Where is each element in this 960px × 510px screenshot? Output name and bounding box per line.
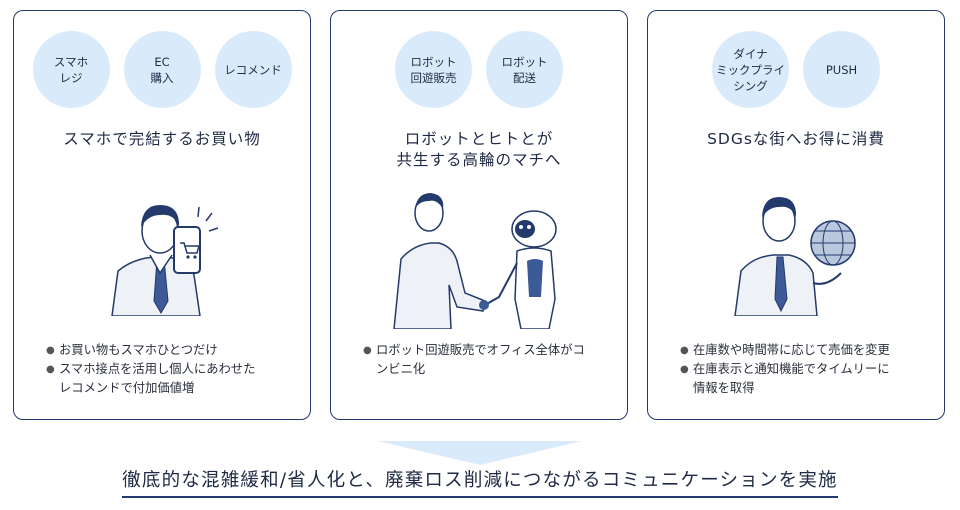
feature-list: 在庫数や時間帯に応じて売価を変更 在庫表示と通知機能でタイムリーに 情報を取得 bbox=[680, 341, 928, 398]
card-title: スマホで完結するお買い物 bbox=[63, 130, 261, 148]
bubble-smartphone-register: スマホ レジ bbox=[32, 31, 110, 108]
bubble-robot-delivery: ロボット 配送 bbox=[486, 31, 563, 108]
summary-banner: 徹底的な混雑緩和/省人化と、廃棄ロス削減につながるコミュニケーションを実施 bbox=[0, 466, 960, 498]
bubble-recommend: レコメンド bbox=[214, 31, 292, 108]
card-sdgs-town: ダイナ ミックプライ シング PUSH SDGsな街へお得に消費 在庫数や時間帯… bbox=[647, 10, 945, 420]
down-arrow-icon bbox=[378, 441, 582, 465]
bubble-robot-roaming-sales: ロボット 回遊販売 bbox=[395, 31, 472, 108]
feature-list: お買い物もスマホひとつだけ スマホ接点を活用し個人にあわせた レコメンドで付加価… bbox=[46, 341, 294, 398]
feature-bubbles: ダイナ ミックプライ シング PUSH bbox=[648, 31, 944, 108]
man-holding-globe-icon bbox=[734, 197, 856, 316]
list-item: お買い物もスマホひとつだけ bbox=[46, 341, 294, 360]
summary-text: 徹底的な混雑緩和/省人化と、廃棄ロス削減につながるコミュニケーションを実施 bbox=[122, 466, 838, 498]
man-with-smartphone-cart-icon bbox=[111, 205, 219, 316]
card-robot-town: ロボット 回遊販売 ロボット 配送 ロボットとヒトとが 共生する高輪のマチへ ロ… bbox=[330, 10, 628, 420]
card-title: ロボットとヒトとが 共生する高輪のマチへ bbox=[396, 130, 562, 169]
card-title: SDGsな街へお得に消費 bbox=[707, 130, 885, 148]
list-item: 在庫数や時間帯に応じて売価を変更 bbox=[680, 341, 928, 360]
bubble-ec-purchase: EC 購入 bbox=[123, 31, 201, 108]
list-item: スマホ接点を活用し個人にあわせた レコメンドで付加価値増 bbox=[46, 360, 294, 398]
list-item: ロボット回遊販売でオフィス全体がコ ンビニ化 bbox=[363, 341, 611, 379]
feature-bubbles: ロボット 回遊販売 ロボット 配送 bbox=[331, 31, 627, 108]
feature-list: ロボット回遊販売でオフィス全体がコ ンビニ化 bbox=[363, 341, 611, 379]
card-smartphone-shopping: スマホ レジ EC 購入 レコメンド スマホで完結するお買い物 お買い物もスマホ… bbox=[13, 10, 311, 420]
feature-bubbles: スマホ レジ EC 購入 レコメンド bbox=[14, 31, 310, 108]
bubble-dynamic-pricing: ダイナ ミックプライ シング bbox=[712, 31, 789, 108]
list-item: 在庫表示と通知機能でタイムリーに 情報を取得 bbox=[680, 360, 928, 398]
bubble-push: PUSH bbox=[803, 31, 880, 108]
man-shaking-hands-with-robot-icon bbox=[393, 193, 557, 329]
